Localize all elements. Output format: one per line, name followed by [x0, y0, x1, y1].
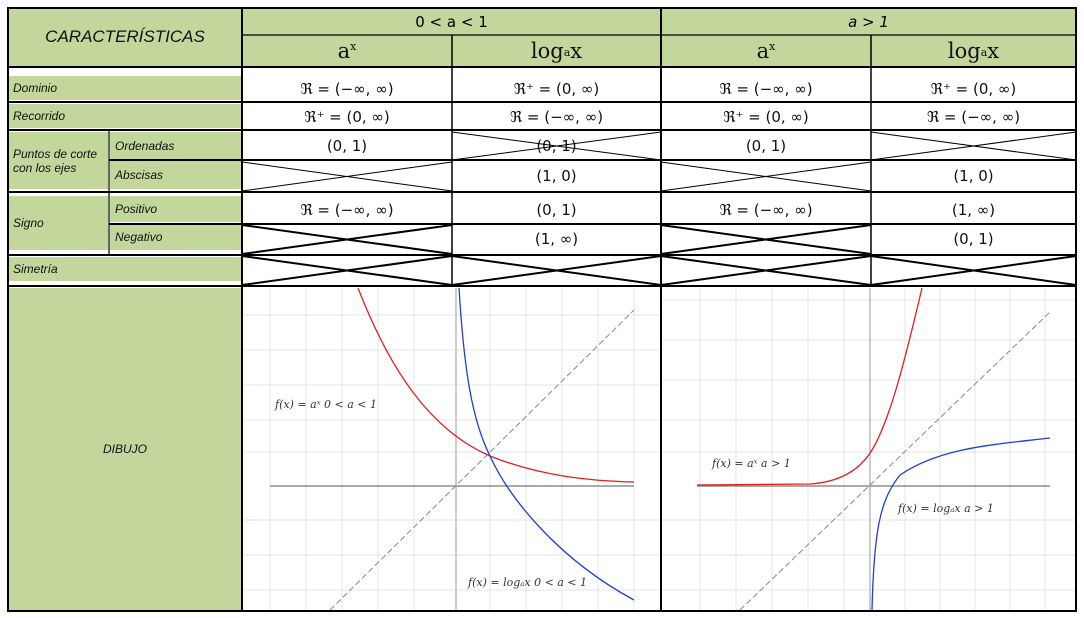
ordenadas-value-3: (0, 1): [745, 137, 787, 155]
dominio-value-2: ℜ⁺ = (0, ∞): [513, 80, 600, 98]
crossed-cells: [241, 131, 1077, 192]
abscisas-value-2: (1, 0): [536, 167, 577, 185]
recorrido-value-3: ℜ⁺ = (0, ∞): [723, 108, 809, 126]
table-title: CARACTERÍSTICAS: [8, 8, 242, 66]
positivo-value-1: ℜ = (−∞, ∞): [300, 201, 394, 219]
row-label-positivo: Positivo: [110, 196, 242, 222]
row-label-puntos-corte: Puntos de corte con los ejes: [8, 132, 108, 189]
positivo-value-3: ℜ = (−∞, ∞): [719, 201, 813, 219]
row-label-dibujo: DIBUJO: [8, 288, 242, 610]
row-label-abscisas: Abscisas: [110, 161, 242, 189]
graph2-log-label: f(x) = logₐx a > 1: [897, 502, 994, 515]
negativo-value-4: (0, 1): [953, 230, 994, 248]
dominio-value-3: ℜ = (−∞, ∞): [719, 80, 813, 98]
dominio-value-4: ℜ⁺ = (0, ∞): [930, 80, 1017, 98]
graph-0-a-1: f(x) = aˣ 0 < a < 1 f(x) = logₐx 0 < a <…: [242, 287, 661, 611]
graph1-log-label: f(x) = logₐx 0 < a < 1: [467, 576, 587, 589]
graph-a-gt-1: f(x) = aˣ a > 1 f(x) = logₐx a > 1: [661, 287, 1076, 611]
row-label-signo: Signo: [8, 196, 108, 250]
crossed-cells-bold: [241, 224, 1077, 286]
graph2-exp-label: f(x) = aˣ a > 1: [711, 457, 791, 470]
negativo-value-2: (1, ∞): [534, 230, 579, 248]
group-header-a-gt-1: a > 1: [661, 8, 1076, 35]
row-label-simetria: Simetría: [8, 257, 242, 281]
row-label-dominio: Dominio: [8, 76, 242, 100]
group-header-0-a-1: 0 < a < 1: [242, 8, 661, 35]
positivo-value-4: (1, ∞): [951, 201, 996, 219]
abscisas-value-4: (1, 0): [953, 167, 994, 185]
row-label-ordenadas: Ordenadas: [110, 132, 242, 159]
recorrido-value-2: ℜ = (−∞, ∞): [509, 108, 604, 126]
ordenadas-value-1: (0, 1): [326, 137, 368, 155]
recorrido-value-4: ℜ = (−∞, ∞): [926, 108, 1021, 126]
recorrido-value-1: ℜ⁺ = (0, ∞): [304, 108, 390, 126]
positivo-value-2: (0, 1): [536, 201, 577, 219]
row-label-recorrido: Recorrido: [8, 104, 242, 128]
graph1-exp-label: f(x) = aˣ 0 < a < 1: [274, 398, 377, 411]
dominio-value-1: ℜ = (−∞, ∞): [300, 80, 394, 98]
row-label-negativo: Negativo: [110, 224, 242, 250]
